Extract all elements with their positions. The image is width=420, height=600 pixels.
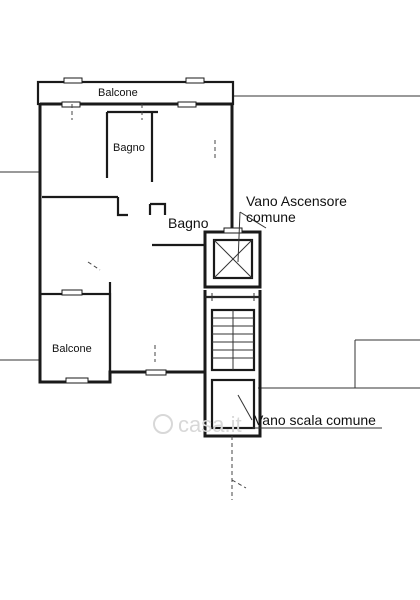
balcone-bottom <box>38 289 112 384</box>
axis-dashed-lines <box>71 104 247 500</box>
label-vano-ascensore-line2: comune <box>246 209 296 225</box>
site-boundary-lines <box>0 95 420 389</box>
stair-treads <box>212 317 254 359</box>
watermark-text: casa.it <box>178 412 242 437</box>
label-vano-scala: Vano scala comune <box>254 412 376 428</box>
label-bagno-small: Bagno <box>113 142 145 154</box>
label-balcone-bottom: Balcone <box>52 343 92 355</box>
label-bagno-large: Bagno <box>168 215 209 231</box>
label-vano-ascensore-line1: Vano Ascensore <box>246 193 347 209</box>
label-balcone-top: Balcone <box>98 87 138 99</box>
leader-lines <box>237 211 382 429</box>
watermark: casa.it <box>153 412 242 437</box>
elevator-shaft <box>203 227 262 289</box>
